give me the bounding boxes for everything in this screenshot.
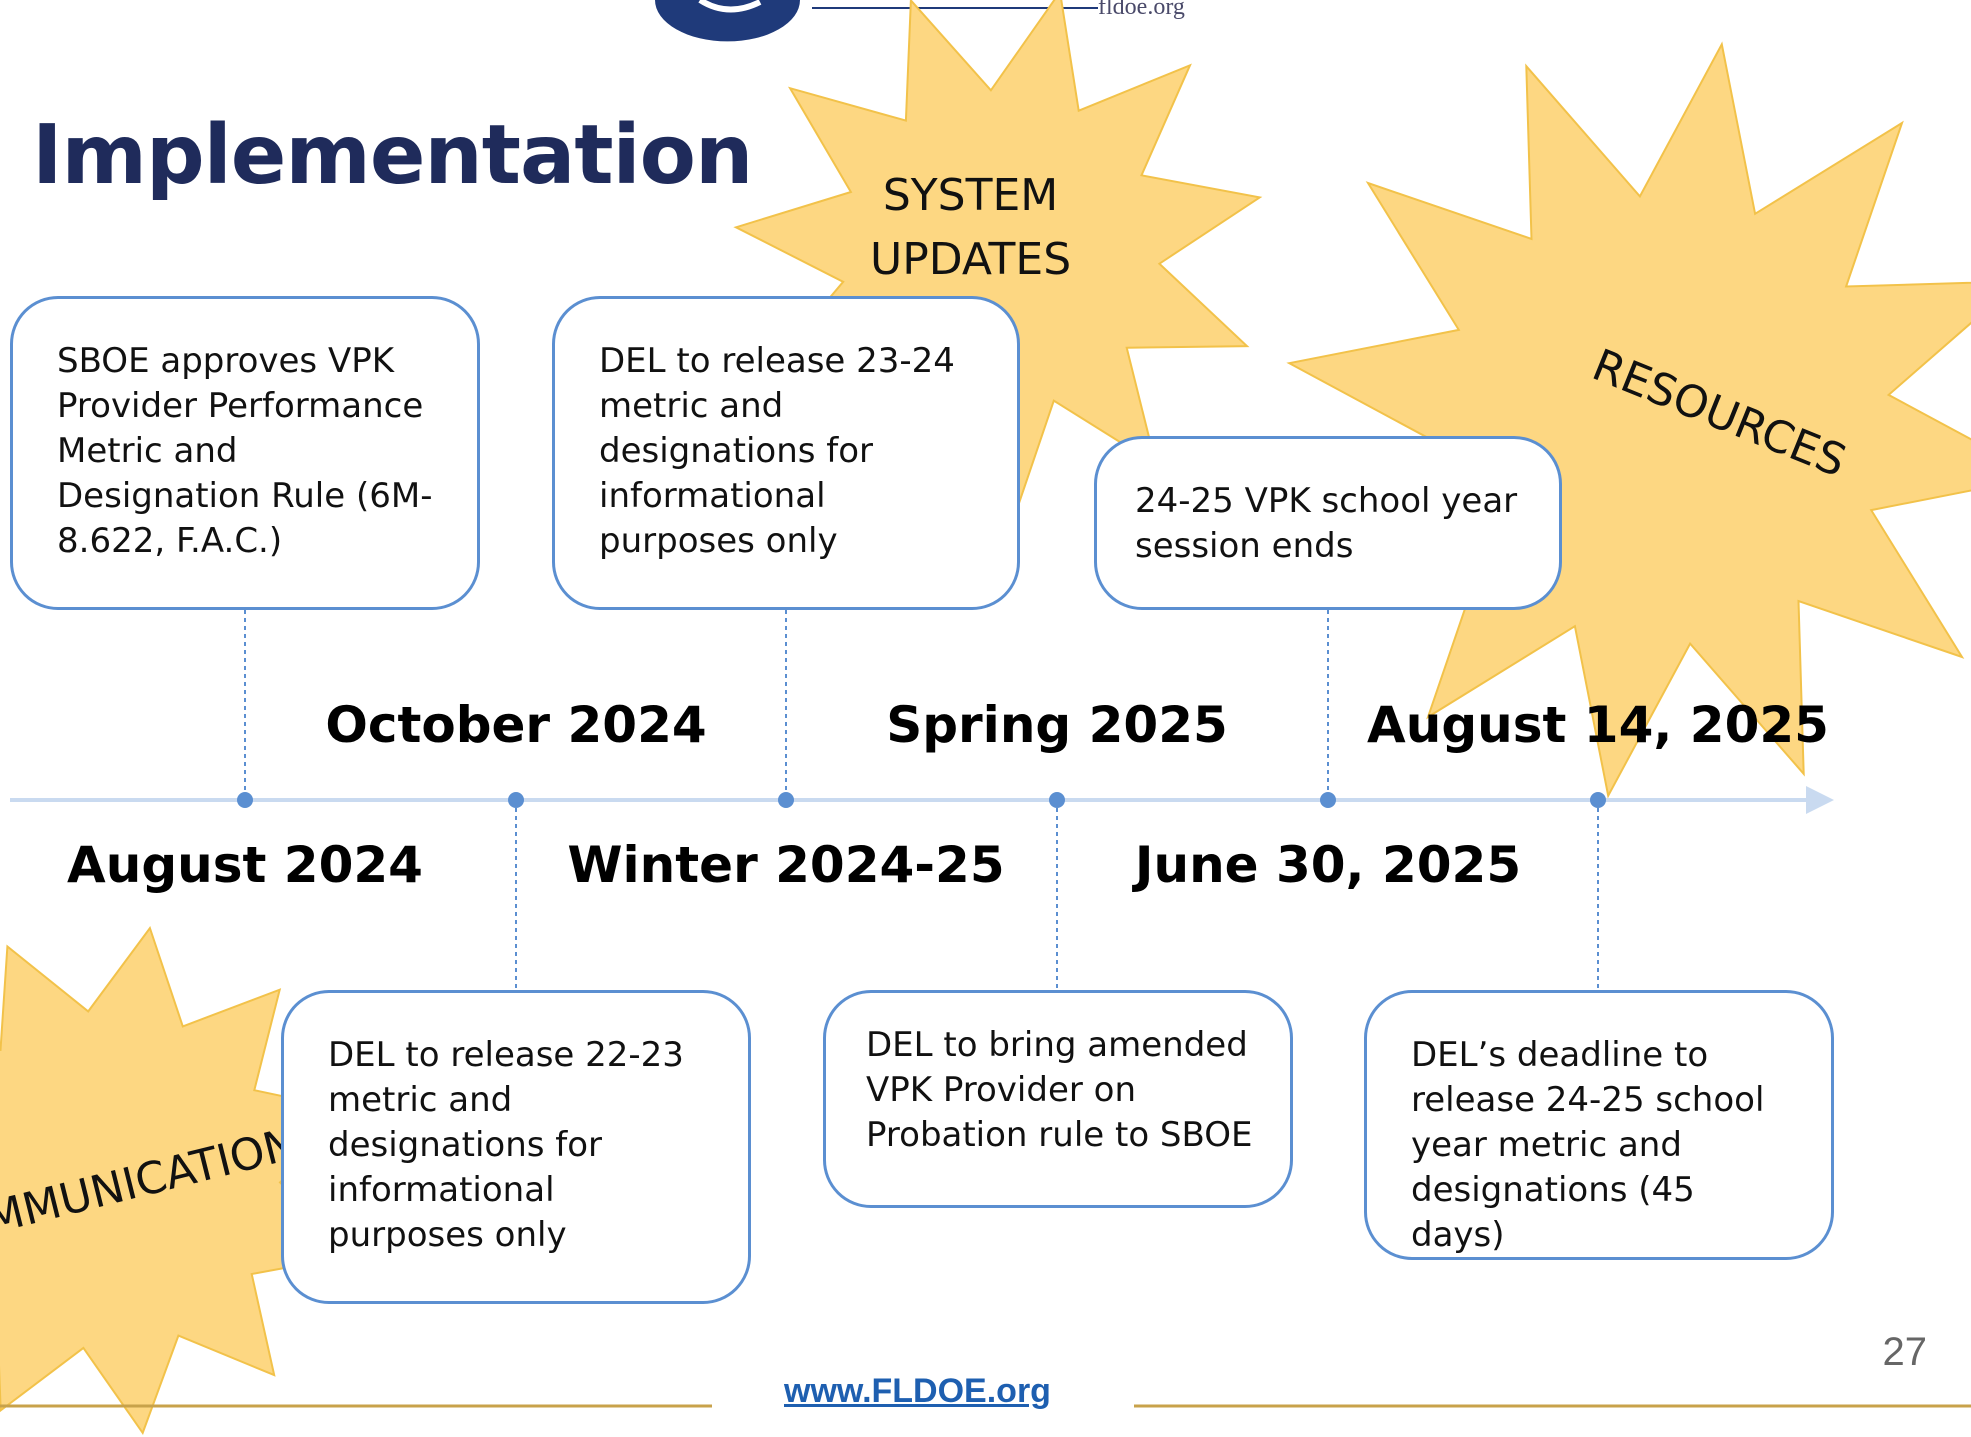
burst-label-line: SYSTEM <box>882 170 1059 221</box>
box-line: Metric and <box>57 431 238 471</box>
timeline <box>10 610 1834 990</box>
date-label-winter-2024-25: Winter 2024-25 <box>567 836 1005 894</box>
box-line: year metric and <box>1411 1125 1682 1165</box>
date-label-june-30-2025: June 30, 2025 <box>1134 836 1522 894</box>
timeline-dot <box>1320 792 1336 808</box>
box-line: DEL’s deadline to <box>1411 1035 1709 1075</box>
box-line: designations for <box>599 431 874 471</box>
timeline-box-release-23-24: DEL to release 23-24 metric and designat… <box>552 296 1020 610</box>
footer-website-link[interactable]: www.FLDOE.org <box>784 1372 1051 1410</box>
timeline-box-session-ends: 24-25 VPK school year session ends <box>1094 436 1562 610</box>
box-line: DEL to bring amended <box>866 1025 1248 1065</box>
page-title: Implementation <box>32 108 753 203</box>
logo-seal <box>655 0 800 42</box>
fldoe-logo <box>655 0 800 42</box>
timeline-box-deadline: DEL’s deadline to release 24-25 school y… <box>1364 990 1834 1260</box>
box-line: VPK Provider on <box>866 1070 1137 1110</box>
box-line: purposes only <box>328 1215 567 1255</box>
box-line: informational <box>328 1170 555 1210</box>
box-line: 8.622, F.A.C.) <box>57 521 283 561</box>
burst-label-line: UPDATES <box>870 234 1072 285</box>
timeline-box-sboe-approves: SBOE approves VPK Provider Performance M… <box>10 296 480 610</box>
box-line: metric and <box>328 1080 513 1120</box>
date-label-october-2024: October 2024 <box>325 696 707 754</box>
timeline-dot <box>508 792 524 808</box>
box-line: 24-25 VPK school year <box>1135 481 1518 521</box>
box-line: purposes only <box>599 521 838 561</box>
timeline-dot <box>1590 792 1606 808</box>
starburst-communication <box>0 925 358 1436</box>
box-line: DEL to release 22-23 <box>328 1035 684 1075</box>
box-line: DEL to release 23-24 <box>599 341 955 381</box>
date-label-august-2024: August 2024 <box>67 836 423 894</box>
box-line: designations for <box>328 1125 603 1165</box>
timeline-box-probation-rule: DEL to bring amended VPK Provider on Pro… <box>823 990 1293 1208</box>
box-line: release 24-25 school <box>1411 1080 1765 1120</box>
box-line: designations (45 days) <box>1411 1170 1695 1255</box>
box-line: Probation rule to SBOE <box>866 1115 1253 1155</box>
starburst-resources <box>1286 41 1971 799</box>
box-line: Designation Rule (6M- <box>57 476 433 516</box>
box-line: Provider Performance <box>57 386 424 426</box>
date-label-august-14-2025: August 14, 2025 <box>1367 696 1829 754</box>
page-number: 27 <box>1882 1330 1928 1374</box>
date-label-spring-2025: Spring 2025 <box>886 696 1228 754</box>
timeline-dot <box>1049 792 1065 808</box>
box-line: session ends <box>1135 526 1354 566</box>
timeline-arrowhead <box>1806 786 1834 814</box>
box-line: metric and <box>599 386 784 426</box>
timeline-dot <box>237 792 253 808</box>
burst-label-system-updates: SYSTEM UPDATES <box>870 164 1071 292</box>
box-line: SBOE approves VPK <box>57 341 395 381</box>
box-line: informational <box>599 476 826 516</box>
timeline-box-release-22-23: DEL to release 22-23 metric and designat… <box>281 990 751 1304</box>
timeline-dots <box>237 792 1606 808</box>
starburst-system-updates <box>733 0 1263 518</box>
timeline-dot <box>778 792 794 808</box>
header-url: fldoe.org <box>1098 0 1185 20</box>
logo-swoosh <box>698 0 762 13</box>
